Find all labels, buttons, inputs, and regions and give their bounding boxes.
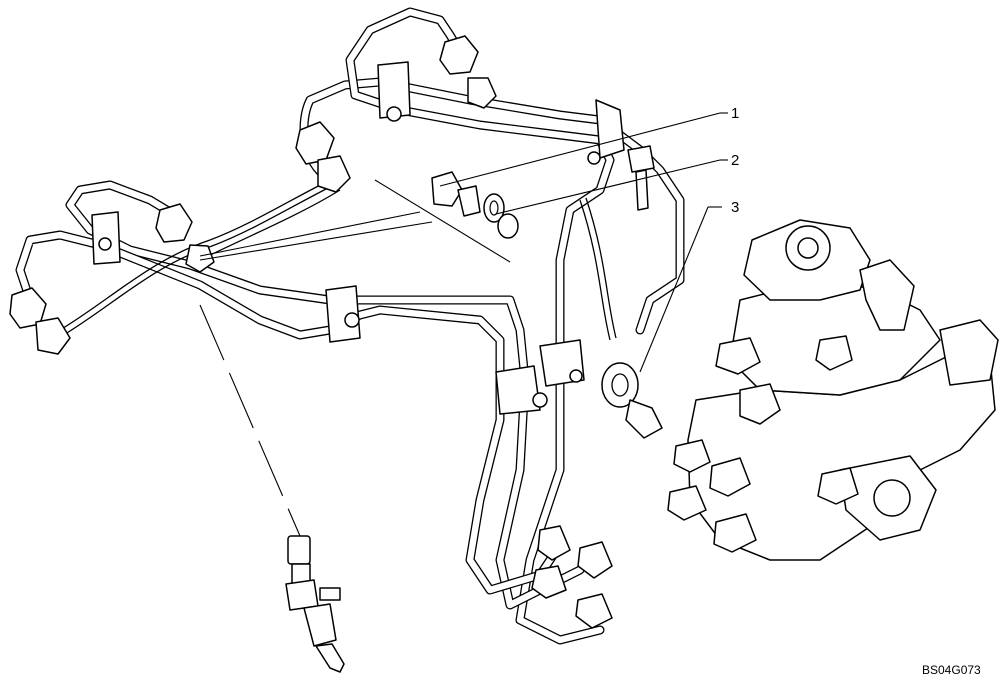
line-clamp-middle [325, 285, 361, 343]
line-clamp-left [91, 211, 121, 265]
lower-pump-fittings [531, 525, 613, 629]
line-clamp-bracket-right [587, 99, 625, 165]
banjo-bolt [431, 171, 481, 217]
injection-pump [667, 219, 999, 561]
callout-1-label: 1 [731, 105, 739, 122]
line-fitting-cyl-3 [155, 203, 215, 273]
line-clamp-upper [377, 61, 411, 122]
leader-lines [199, 112, 728, 537]
banjo-fitting [601, 362, 663, 439]
fuel-injector [285, 535, 345, 673]
sealing-washer-ring [483, 193, 519, 239]
line-fitting-cyl-1 [295, 121, 351, 193]
line-clamp-lower [495, 339, 585, 415]
callout-2-label: 2 [731, 152, 739, 169]
line-fitting-cyl-4 [9, 287, 71, 355]
figure-code: BS04G073 [922, 663, 981, 677]
callout-3-label: 3 [731, 199, 739, 216]
stud-bolt [627, 145, 655, 211]
line-fitting-cyl-2 [439, 35, 497, 109]
